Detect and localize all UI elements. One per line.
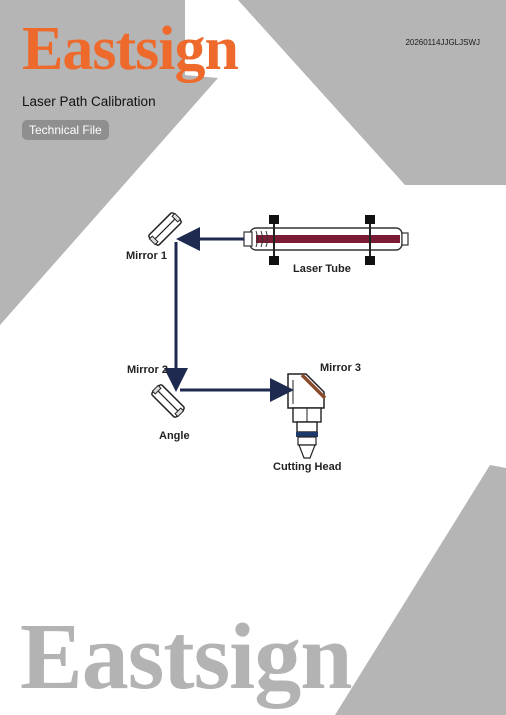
mirror-3 — [287, 373, 327, 409]
mirror-1 — [148, 212, 182, 246]
cutting-head — [292, 407, 322, 459]
label-angle: Angle — [159, 430, 190, 442]
top-right-gray-band — [238, 0, 506, 185]
label-mirror-2: Mirror 2 — [127, 364, 168, 376]
label-mirror-3: Mirror 3 — [320, 362, 361, 374]
label-laser-tube: Laser Tube — [293, 263, 351, 275]
mirror-2 — [151, 384, 185, 418]
label-mirror-1: Mirror 1 — [126, 250, 167, 262]
document-code: 20260114JJGLJSWJ — [405, 38, 480, 47]
header-gray-panel — [0, 0, 218, 325]
document-title: Laser Path Calibration — [22, 94, 156, 109]
technical-file-badge: Technical File — [22, 120, 109, 140]
brand-logo-top: Eastsign — [22, 15, 239, 83]
bottom-right-gray-band — [335, 465, 506, 715]
brand-logo-bottom: Eastsign — [20, 605, 353, 709]
label-cutting-head: Cutting Head — [273, 461, 342, 473]
laser-tube — [243, 215, 409, 265]
